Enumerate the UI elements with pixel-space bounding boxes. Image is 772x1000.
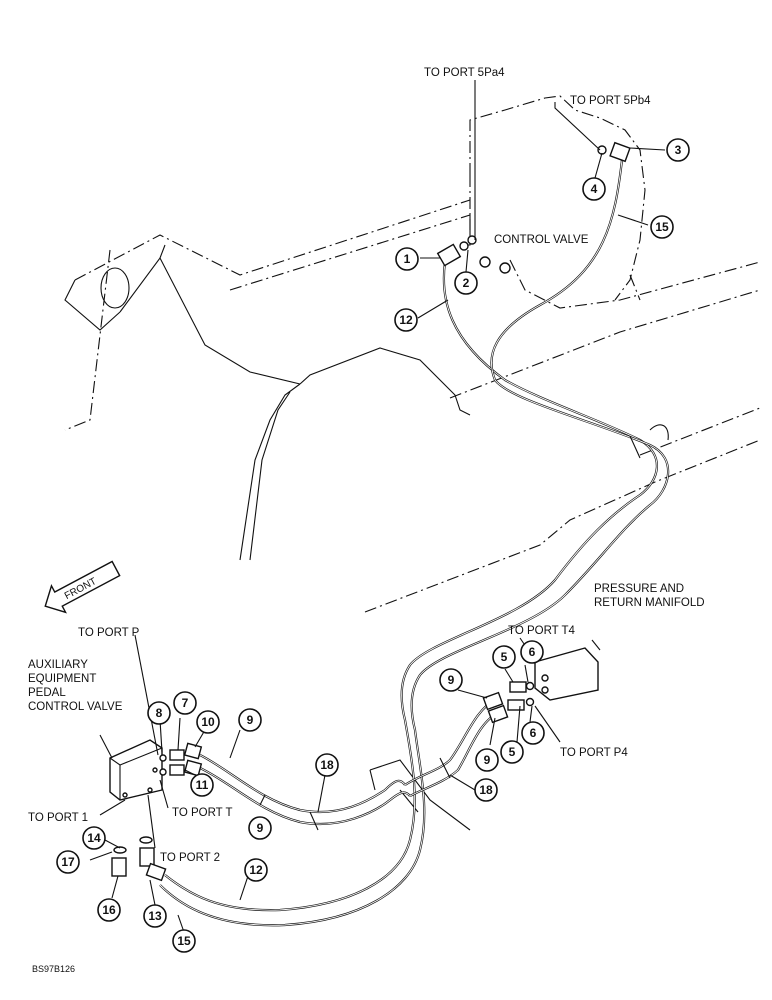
boom-structure — [64, 95, 761, 831]
callout-10: 10 — [196, 710, 220, 734]
svg-text:17: 17 — [61, 855, 75, 869]
callout-4: 4 — [582, 177, 606, 201]
callout-3: 3 — [666, 138, 690, 162]
callout-13: 13 — [143, 904, 167, 928]
callout-18-left: 18 — [315, 753, 339, 777]
svg-text:13: 13 — [148, 909, 162, 923]
svg-text:12: 12 — [249, 863, 263, 877]
callouts: 1 2 3 4 15 12 5 6 9 5 6 9 8 7 10 9 11 18… — [56, 138, 690, 953]
svg-text:9: 9 — [257, 821, 264, 835]
callout-1: 1 — [395, 247, 419, 271]
label-aux-line2: EQUIPMENT — [28, 673, 96, 685]
callout-2: 2 — [454, 271, 478, 295]
svg-text:15: 15 — [177, 934, 191, 948]
label-to-port-p4: TO PORT P4 — [560, 747, 628, 759]
svg-text:7: 7 — [182, 696, 189, 710]
svg-text:5: 5 — [509, 745, 516, 759]
svg-text:4: 4 — [591, 182, 598, 196]
callout-14: 14 — [82, 826, 106, 850]
callout-9-left-lower: 9 — [248, 816, 272, 840]
svg-text:8: 8 — [156, 706, 163, 720]
label-to-port-t: TO PORT T — [172, 807, 233, 819]
label-manifold-line2: RETURN MANIFOLD — [594, 597, 705, 609]
callout-9-right-lower: 9 — [475, 748, 499, 772]
label-to-port-5pa4: TO PORT 5Pa4 — [424, 67, 505, 79]
svg-text:3: 3 — [675, 143, 682, 157]
svg-text:12: 12 — [399, 313, 413, 327]
svg-text:6: 6 — [530, 726, 537, 740]
svg-text:18: 18 — [320, 758, 334, 772]
callout-6-lower: 6 — [521, 721, 545, 745]
svg-text:1: 1 — [404, 252, 411, 266]
hose-lines — [159, 159, 670, 927]
callout-8: 8 — [147, 701, 171, 725]
label-control-valve: CONTROL VALVE — [494, 234, 589, 246]
callout-18-right: 18 — [474, 778, 498, 802]
callout-9-right-upper: 9 — [439, 668, 463, 692]
label-to-port-2: TO PORT 2 — [160, 852, 220, 864]
callout-6-upper: 6 — [520, 640, 544, 664]
callout-11: 11 — [190, 773, 214, 797]
callout-5-upper: 5 — [492, 645, 516, 669]
svg-text:15: 15 — [655, 220, 669, 234]
callout-9-left-upper: 9 — [238, 708, 262, 732]
label-aux-line1: AUXILIARY — [28, 659, 88, 671]
svg-text:11: 11 — [196, 778, 209, 792]
label-to-port-1: TO PORT 1 — [28, 812, 88, 824]
label-manifold-line1: PRESSURE AND — [594, 583, 684, 595]
callout-12-bottom: 12 — [244, 858, 268, 882]
callout-16: 16 — [97, 898, 121, 922]
label-aux-line3: PEDAL — [28, 687, 66, 699]
label-aux-line4: CONTROL VALVE — [28, 701, 123, 713]
drawing-id: BS97B126 — [32, 964, 75, 974]
callout-15-bottom: 15 — [172, 929, 196, 953]
svg-text:6: 6 — [529, 645, 536, 659]
svg-text:9: 9 — [247, 713, 254, 727]
text-labels: TO PORT 5Pa4 TO PORT 5Pb4 CONTROL VALVE … — [28, 67, 705, 974]
svg-text:14: 14 — [87, 831, 101, 845]
svg-text:9: 9 — [448, 673, 455, 687]
front-arrow: FRONT — [44, 560, 121, 614]
svg-text:5: 5 — [501, 650, 508, 664]
svg-text:16: 16 — [102, 903, 116, 917]
svg-text:18: 18 — [479, 783, 493, 797]
svg-text:9: 9 — [484, 753, 491, 767]
label-to-port-p: TO PORT P — [78, 627, 140, 639]
callout-17: 17 — [56, 850, 80, 874]
callout-15-top: 15 — [650, 215, 674, 239]
svg-text:2: 2 — [463, 276, 470, 290]
callout-7: 7 — [173, 691, 197, 715]
svg-text:10: 10 — [201, 715, 215, 729]
callout-5-lower: 5 — [500, 740, 524, 764]
label-to-port-5pb4: TO PORT 5Pb4 — [570, 95, 651, 107]
fittings — [109, 141, 631, 882]
callout-12-top: 12 — [394, 308, 418, 332]
label-to-port-t4: TO PORT T4 — [508, 625, 575, 637]
